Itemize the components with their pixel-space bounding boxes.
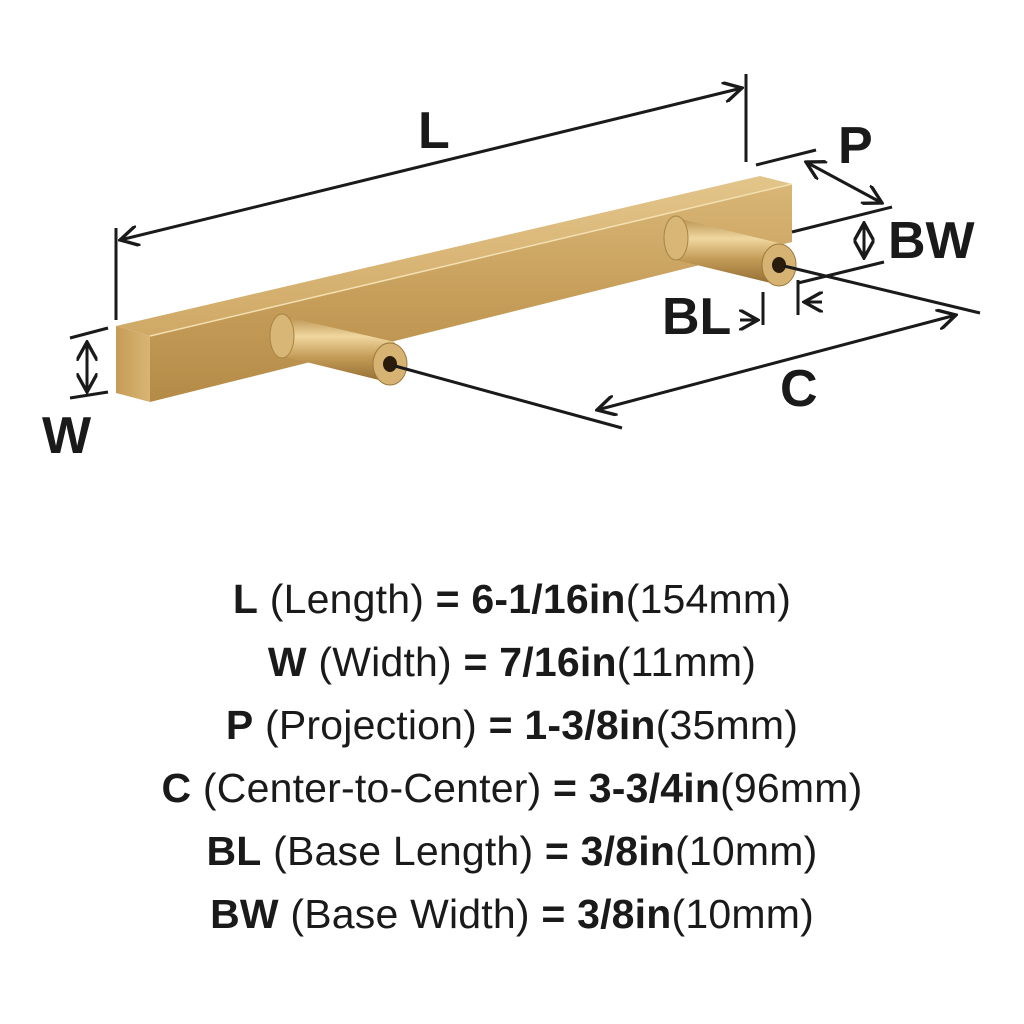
spec-base-length: BL (Base Length) = 3/8in(10mm) — [206, 828, 818, 874]
pull-dimension-diagram: L P BW BL C W — [42, 74, 981, 465]
label-L: L — [418, 102, 450, 160]
label-P: P — [838, 117, 873, 175]
specifications-list: L (Length) = 6-1/16in(154mm) W (Width) =… — [0, 568, 1024, 946]
spec-projection: P (Projection) = 1-3/8in(35mm) — [225, 702, 799, 748]
spec-base-width: BW (Base Width) = 3/8in(10mm) — [210, 891, 814, 937]
spec-width: W (Width) = 7/16in(11mm) — [267, 639, 757, 685]
bar-end-face — [116, 326, 150, 402]
label-W: W — [42, 407, 92, 465]
left-post — [269, 313, 408, 386]
label-BL: BL — [662, 288, 731, 346]
label-C: C — [780, 360, 818, 418]
label-BW: BW — [888, 212, 976, 270]
spec-length: L (Length) = 6-1/16in(154mm) — [232, 576, 792, 622]
spec-center-to-center: C (Center-to-Center) = 3-3/4in(96mm) — [161, 765, 863, 811]
